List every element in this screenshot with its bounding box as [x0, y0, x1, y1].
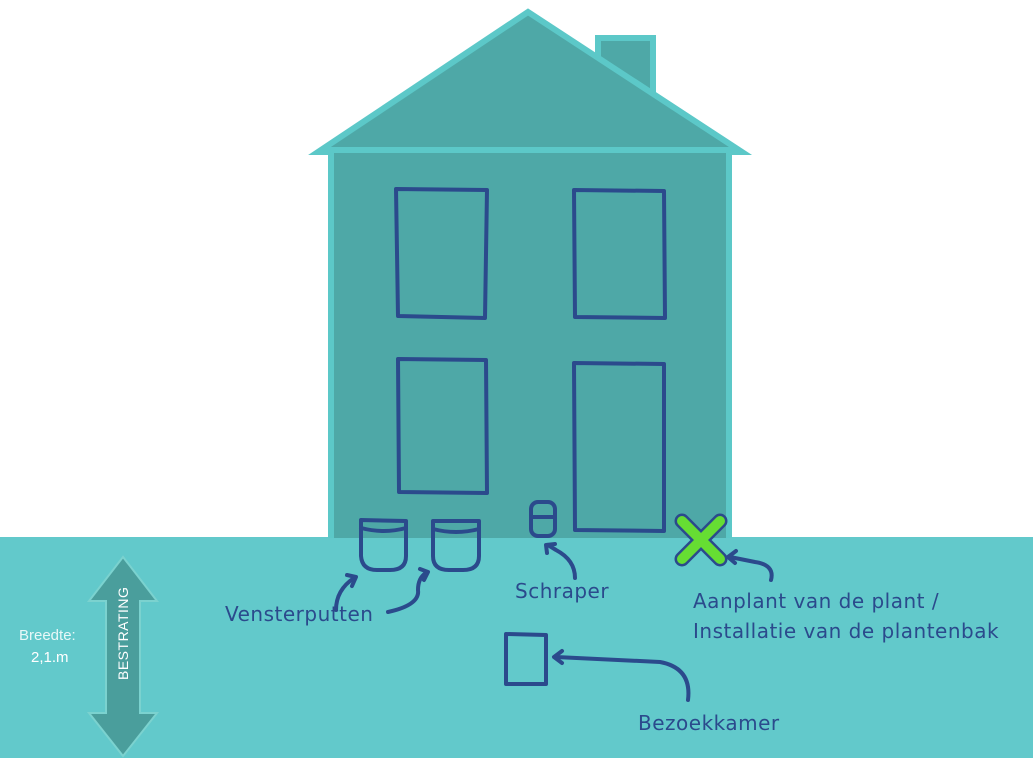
bezoekkamer-label: Bezoekkamer	[638, 711, 780, 735]
window-well-left-rim	[359, 526, 408, 533]
schraper-label: Schraper	[515, 579, 609, 603]
planting-marker-icon	[674, 513, 728, 567]
bezoekkamer-square	[504, 632, 548, 686]
window-top-left	[394, 187, 489, 320]
vensterputten-label: Vensterputten	[225, 602, 373, 626]
window-well-right-rim	[431, 527, 481, 534]
arrow-aanplant-head	[726, 549, 738, 565]
ground	[0, 537, 1033, 758]
window-top-right	[572, 188, 667, 320]
arrow-bezoekkamer-head	[552, 649, 564, 665]
window-well-right	[431, 519, 481, 572]
arrow-vensterputten-right-head	[418, 567, 430, 582]
front-door	[572, 361, 666, 533]
arrow-vensterputten-left	[334, 576, 356, 612]
arrow-schraper	[546, 543, 577, 580]
aanplant-label-line2: Installatie van de plantenbak	[693, 619, 999, 643]
roof	[308, 8, 753, 155]
window-bottom-left	[396, 357, 489, 495]
window-well-left	[359, 518, 408, 572]
bestrating-double-arrow	[86, 555, 160, 758]
arrow-vensterputten-right	[386, 571, 428, 614]
aanplant-label-line1: Aanplant van de plant /	[693, 589, 939, 613]
arrow-vensterputten-left-head	[345, 573, 358, 588]
scraper-icon	[529, 500, 557, 538]
breedte-value: 2,1.m	[31, 649, 69, 666]
arrow-bezoekkamer	[554, 655, 691, 702]
arrow-aanplant	[728, 555, 774, 582]
arrow-schraper-head	[544, 542, 557, 555]
house-body	[328, 148, 732, 538]
bestrating-label: BESTRATING	[115, 587, 131, 680]
breedte-label: Breedte:	[19, 627, 76, 644]
